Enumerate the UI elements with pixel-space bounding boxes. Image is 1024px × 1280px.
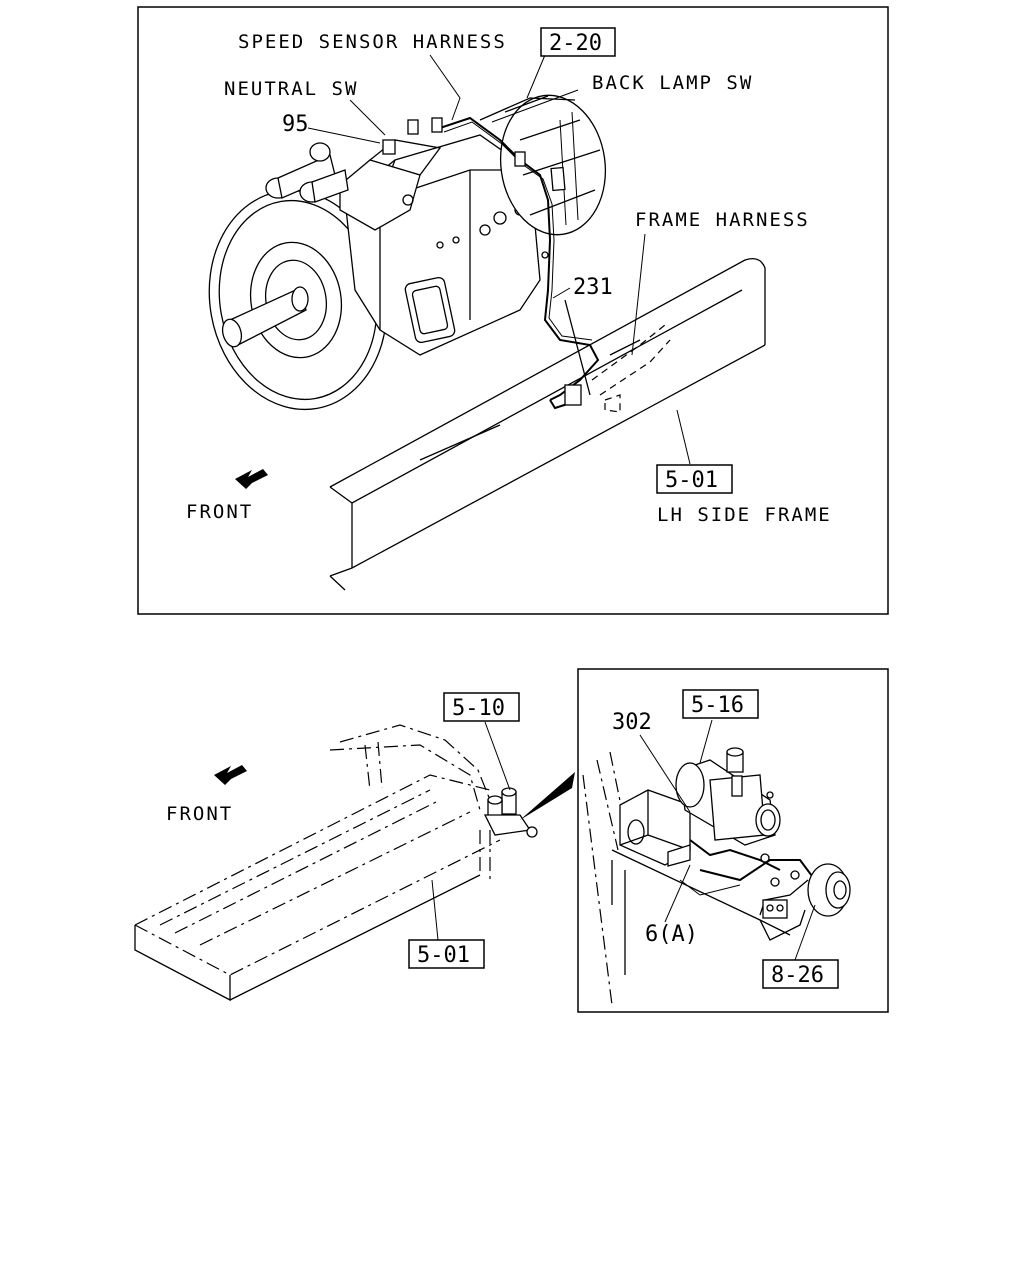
transmission-illustration [208, 94, 607, 411]
bracket-illustration [619, 789, 691, 867]
upper-panel-border [137, 6, 889, 615]
part-number-6a: 6(A) [645, 922, 698, 947]
svg-text:5-10: 5-10 [452, 696, 505, 721]
part-number-95: 95 [282, 112, 309, 137]
upper-leaders [307, 54, 691, 465]
valve-assembly-illustration [483, 787, 538, 838]
ref-2-20[interactable]: 2-20 [540, 27, 616, 57]
ref-5-10[interactable]: 5-10 [443, 692, 520, 722]
upper-panel: SPEED SENSOR HARNESS NEUTRAL SW 95 BACK … [137, 6, 889, 615]
piping-illustration [679, 839, 816, 896]
detail-view: 302 6(A) 5-16 8-26 [577, 668, 889, 1013]
lh-side-frame-illustration [329, 257, 766, 591]
ref-5-01-upper[interactable]: 5-01 [656, 464, 733, 494]
svg-text:5-16: 5-16 [691, 693, 744, 718]
part-number-231: 231 [573, 275, 613, 300]
svg-text:2-20: 2-20 [549, 31, 602, 56]
frame-harness-label: FRAME HARNESS [635, 209, 810, 231]
svg-text:5-01: 5-01 [665, 468, 718, 493]
back-lamp-sw-label: BACK LAMP SW [592, 72, 753, 94]
detail-pointer-icon [520, 772, 575, 820]
neutral-sw-label: NEUTRAL SW [224, 78, 358, 100]
detail-view-border [577, 668, 889, 1013]
cylinder-illustration [675, 747, 781, 846]
svg-text:8-26: 8-26 [771, 963, 824, 988]
ref-5-16[interactable]: 5-16 [682, 689, 759, 719]
round-device-illustration [759, 863, 851, 919]
front-arrow-icon-lower [214, 765, 247, 785]
svg-text:5-01: 5-01 [417, 943, 470, 968]
harness-illustration [382, 116, 671, 413]
speed-sensor-harness-label: SPEED SENSOR HARNESS [238, 31, 507, 53]
ref-5-01-lower[interactable]: 5-01 [408, 939, 485, 969]
lh-side-frame-label: LH SIDE FRAME [657, 504, 832, 526]
lower-left-view: FRONT 5-10 5-01 [134, 692, 575, 1002]
ref-8-26[interactable]: 8-26 [762, 959, 839, 989]
front-arrow-icon [235, 469, 268, 489]
part-number-302: 302 [612, 710, 652, 735]
front-label-lower: FRONT [166, 803, 233, 825]
front-label-upper: FRONT [186, 501, 253, 523]
